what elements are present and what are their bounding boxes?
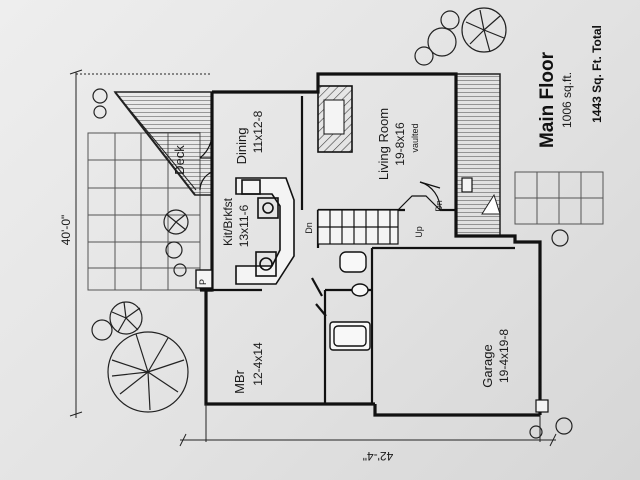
plan-title: Main Floor (537, 51, 558, 148)
pantry (195, 269, 213, 289)
stair-up: Up (414, 226, 424, 238)
landscape-trees (91, 7, 573, 439)
front-pavers (514, 171, 604, 225)
dining-size: 11x12-8 (251, 110, 265, 153)
master-size: 12-4x14 (251, 342, 265, 386)
depth-dimension: 40'-0" (59, 215, 73, 246)
stair-dn-kitchen: Dn (304, 222, 314, 234)
width-dimension: 42'-4" (363, 449, 394, 463)
garage-door (535, 260, 549, 413)
total-area: 1443 Sq. Ft. Total (590, 25, 604, 123)
dimension-lines (69, 69, 557, 447)
garage-size: 19-4x19-8 (497, 329, 511, 383)
kitchen-name: Kit/Brkfst (221, 197, 235, 246)
kitchen-size: 13x11-6 (237, 204, 251, 247)
deck-doors (199, 129, 213, 191)
fireplace (317, 85, 353, 153)
bath-fixtures (311, 251, 371, 351)
living-size: 19-8x16 (393, 122, 407, 166)
floor-area: 1006 sq.ft. (560, 72, 574, 128)
stair-dn-entry: Dn (434, 200, 444, 212)
pantry-label: P (198, 279, 208, 285)
living-note: vaulted (410, 123, 420, 152)
deck (113, 91, 213, 196)
stairs (317, 195, 441, 245)
kitchen-counters (235, 177, 295, 285)
living-name: Living Room (376, 108, 391, 180)
entry-door (419, 177, 473, 211)
dining-name: Dining (234, 128, 249, 165)
garage-name: Garage (480, 344, 495, 387)
master-name: MBr (232, 369, 247, 394)
deck-label: Deck (172, 145, 187, 175)
